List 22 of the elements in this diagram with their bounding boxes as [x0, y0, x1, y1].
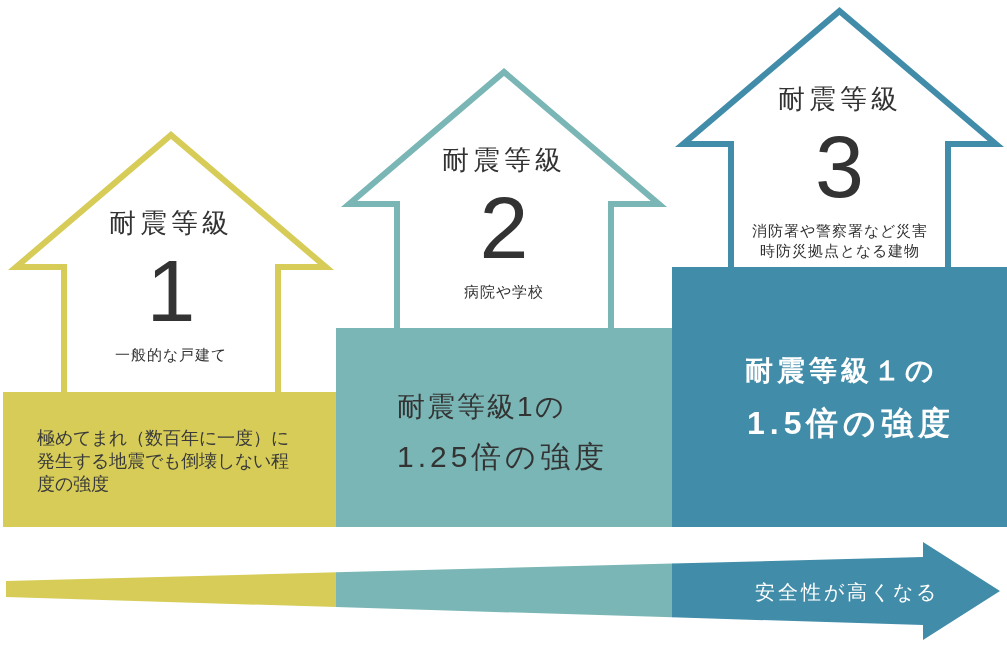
arrow-label: 安全性が高くなる	[755, 580, 939, 604]
strength-panel	[672, 267, 1007, 527]
grade-heading: 耐震等級	[109, 208, 233, 239]
building-type-label: 病院や学校	[464, 282, 544, 302]
grade-heading: 耐震等級	[442, 145, 566, 176]
strength-ratio: 1.5倍の強度	[747, 404, 956, 442]
grade-number: 3	[815, 134, 864, 200]
grade-number: 2	[479, 195, 529, 261]
strength-panel	[336, 328, 672, 527]
building-type-label: 一般的な戸建て	[115, 345, 227, 365]
grade-number: 1	[146, 258, 196, 324]
house-outline	[8, 131, 334, 392]
building-type-label: 消防署や警察署など災害時防災拠点となる建物	[750, 221, 929, 261]
strength-ratio: 1.25倍の強度	[397, 439, 609, 474]
house-outline	[675, 7, 1004, 267]
strength-comparison: 耐震等級１の	[745, 355, 938, 387]
strength-panel	[3, 392, 336, 527]
safety-arrow	[6, 542, 1000, 640]
grade-heading: 耐震等級	[777, 84, 902, 115]
strength-description: 極めてまれ（数百年に一度）に発生する地震でも倒壊しない程度の強度	[37, 427, 290, 496]
strength-comparison: 耐震等級1の	[397, 391, 566, 423]
house-outline	[341, 68, 667, 328]
